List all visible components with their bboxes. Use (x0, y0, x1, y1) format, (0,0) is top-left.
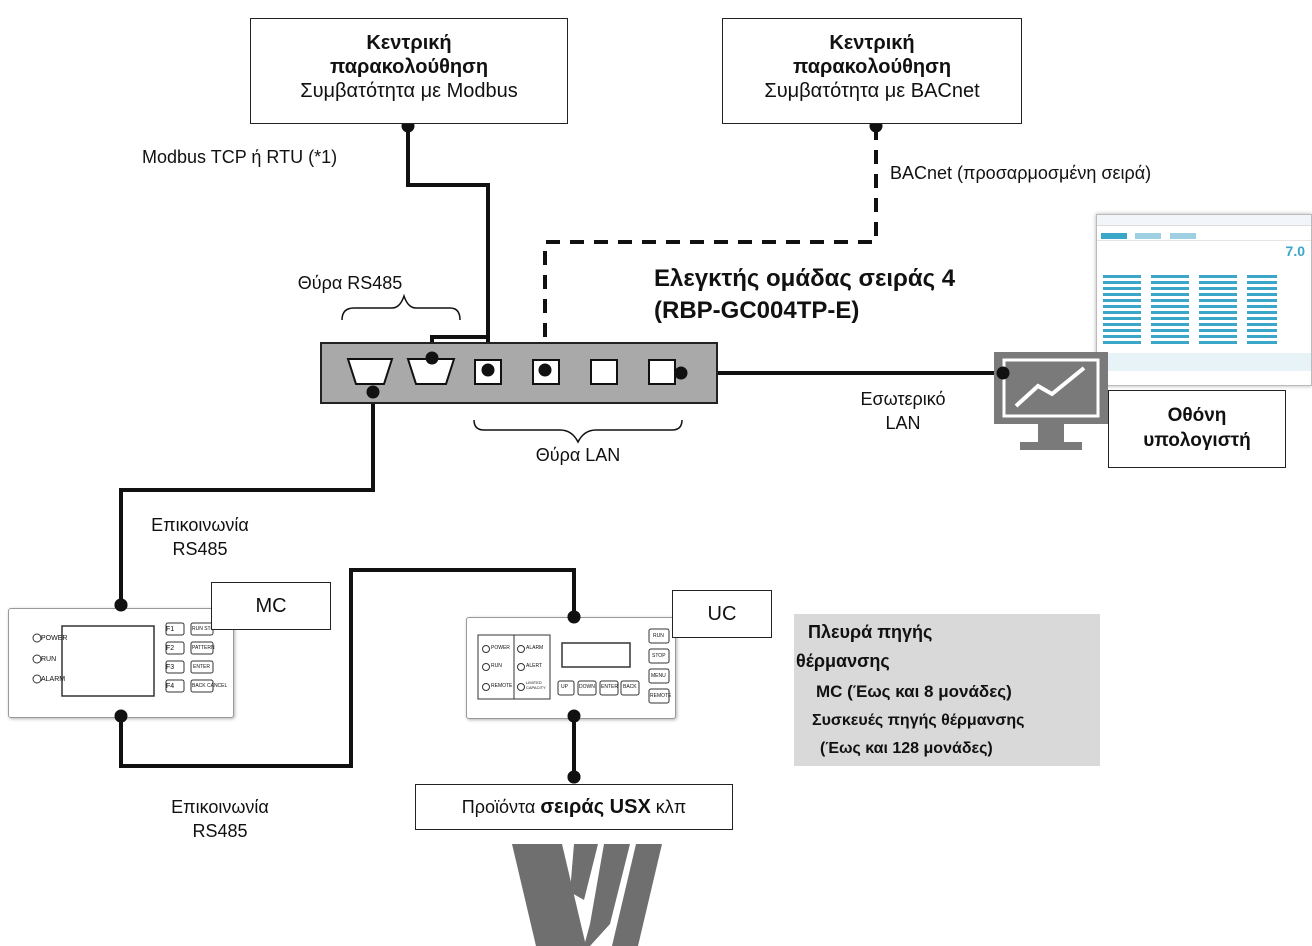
rs485-comm-lower-1: Επικοινωνία (171, 797, 269, 817)
lan-port-label: Θύρα LAN (535, 445, 621, 465)
pc-screen-value: 7.0 (1285, 243, 1305, 259)
lan-port-3 (590, 359, 618, 385)
mc-key-f2: F2 (166, 645, 175, 652)
monitor-bacnet-title-1: Κεντρική (829, 32, 915, 54)
mc-key-back-cancel: BACK CANCEL (192, 683, 228, 689)
mc-led-alarm: ALARM (41, 676, 66, 683)
rs485-comm-upper-1: Επικοινωνία (151, 515, 249, 535)
uc-led-remote: REMOTE (491, 683, 513, 689)
mc-key-run-stop: RUN STOP (192, 626, 218, 632)
rs485-port-bracket (341, 293, 461, 321)
uc-key-enter: ENTER (601, 684, 618, 690)
pc-display-label-1: Οθόνη (1167, 405, 1227, 426)
mc-key-enter: ENTER (193, 664, 210, 670)
mc-uc-wire (119, 568, 576, 768)
internal-lan-label-2: LAN (885, 413, 921, 433)
note-line-4: Συσκευές πηγής θέρμανσης (812, 712, 1025, 729)
rs485-port-2 (406, 358, 456, 385)
note-line-2: θέρμανσης (796, 651, 890, 671)
note-line-3: MC (Έως και 8 μονάδες) (816, 682, 1012, 701)
uc-led-run: RUN (491, 663, 502, 669)
monitor-modbus-title-2: παρακολούθηση (329, 56, 489, 78)
mc-key-pattern: PATTERN (192, 645, 215, 651)
note-line-5: (Έως και 128 μονάδες) (820, 740, 993, 757)
uc-tag-box: UC (672, 590, 772, 638)
mc-tag-box: MC (211, 582, 331, 630)
uc-tag: UC (707, 603, 737, 625)
lan-port-bracket (473, 419, 683, 444)
heat-source-note: Πλευρά πηγής θέρμανσης MC (Έως και 8 μον… (794, 614, 1100, 766)
uc-key-up: UP (561, 684, 568, 690)
uc-key-run: RUN (653, 633, 664, 639)
products-suffix: κλπ (650, 797, 687, 817)
internal-lan-label-1: Εσωτερικό (860, 389, 946, 409)
monitor-modbus-title-1: Κεντρική (366, 32, 452, 54)
rs485-comm-lower-2: RS485 (192, 821, 248, 841)
central-monitor-bacnet: Κεντρική παρακολούθηση Συμβατότητα με BA… (722, 18, 1022, 124)
uc-led-limited: LIMITED CAPACITY (526, 680, 546, 690)
monitor-bacnet-title-2: παρακολούθηση (792, 56, 952, 78)
lan-port-4 (648, 359, 676, 385)
mc-key-f4: F4 (166, 683, 175, 690)
central-monitor-modbus: Κεντρική παρακολούθηση Συμβατότητα με Mo… (250, 18, 568, 124)
uc-led-alarm: ALARM (526, 645, 544, 651)
uc-led-power: POWER (491, 645, 510, 651)
uc-key-remote: REMOTE (650, 693, 672, 699)
monitor-bacnet-subtitle: Συμβατότητα με BACnet (764, 80, 980, 102)
mc-led-power: POWER (41, 635, 68, 642)
bacnet-link-label: BACnet (προσαρμοσμένη σειρά) (890, 163, 1152, 183)
products-label: Προϊόντα σειράς USX κλπ (416, 785, 732, 829)
bacnet-wire (543, 126, 878, 370)
modbus-link-label: Modbus TCP ή RTU (*1) (142, 147, 338, 167)
mc-tag: MC (255, 595, 287, 617)
products-series: σειράς USX (540, 796, 651, 818)
mc-led-run: RUN (41, 656, 57, 663)
uc-key-back: BACK (623, 684, 637, 690)
rs485-comm-upper-2: RS485 (172, 539, 228, 559)
modbus-wire (406, 126, 490, 370)
uc-key-stop: STOP (652, 653, 666, 659)
rs485-port-1 (346, 358, 394, 385)
note-line-1: Πλευρά πηγής (808, 622, 933, 642)
pc-display-label-2: υπολογιστή (1143, 430, 1251, 451)
uc-panel (477, 628, 670, 704)
rs485-mc-wire (119, 392, 375, 605)
uc-key-down: DOWN (579, 684, 595, 690)
controller-model: (RBP-GC004TP-E) (654, 297, 860, 324)
pc-screen-columns (1097, 275, 1311, 371)
controller-title: Ελεγκτής ομάδας σειράς 4 (654, 265, 956, 292)
mc-key-f3: F3 (166, 664, 175, 671)
mc-panel (32, 622, 214, 697)
monitor-icon (994, 352, 1108, 450)
monitor-modbus-subtitle: Συμβατότητα με Modbus (300, 80, 518, 102)
mc-key-f1: F1 (166, 626, 175, 633)
rs485-port-label: Θύρα RS485 (297, 273, 403, 293)
uc-key-menu: MENU (651, 673, 666, 679)
brand-logo-mark (512, 844, 662, 946)
products-box: Προϊόντα σειράς USX κλπ (415, 784, 733, 830)
products-prefix: Προϊόντα (461, 797, 541, 817)
pc-display-label-box: Οθόνη υπολογιστή (1108, 390, 1286, 468)
controller-ports (346, 358, 676, 385)
pc-screen-preview: 7.0 (1096, 214, 1312, 386)
uc-led-alert: ALERT (526, 663, 543, 669)
